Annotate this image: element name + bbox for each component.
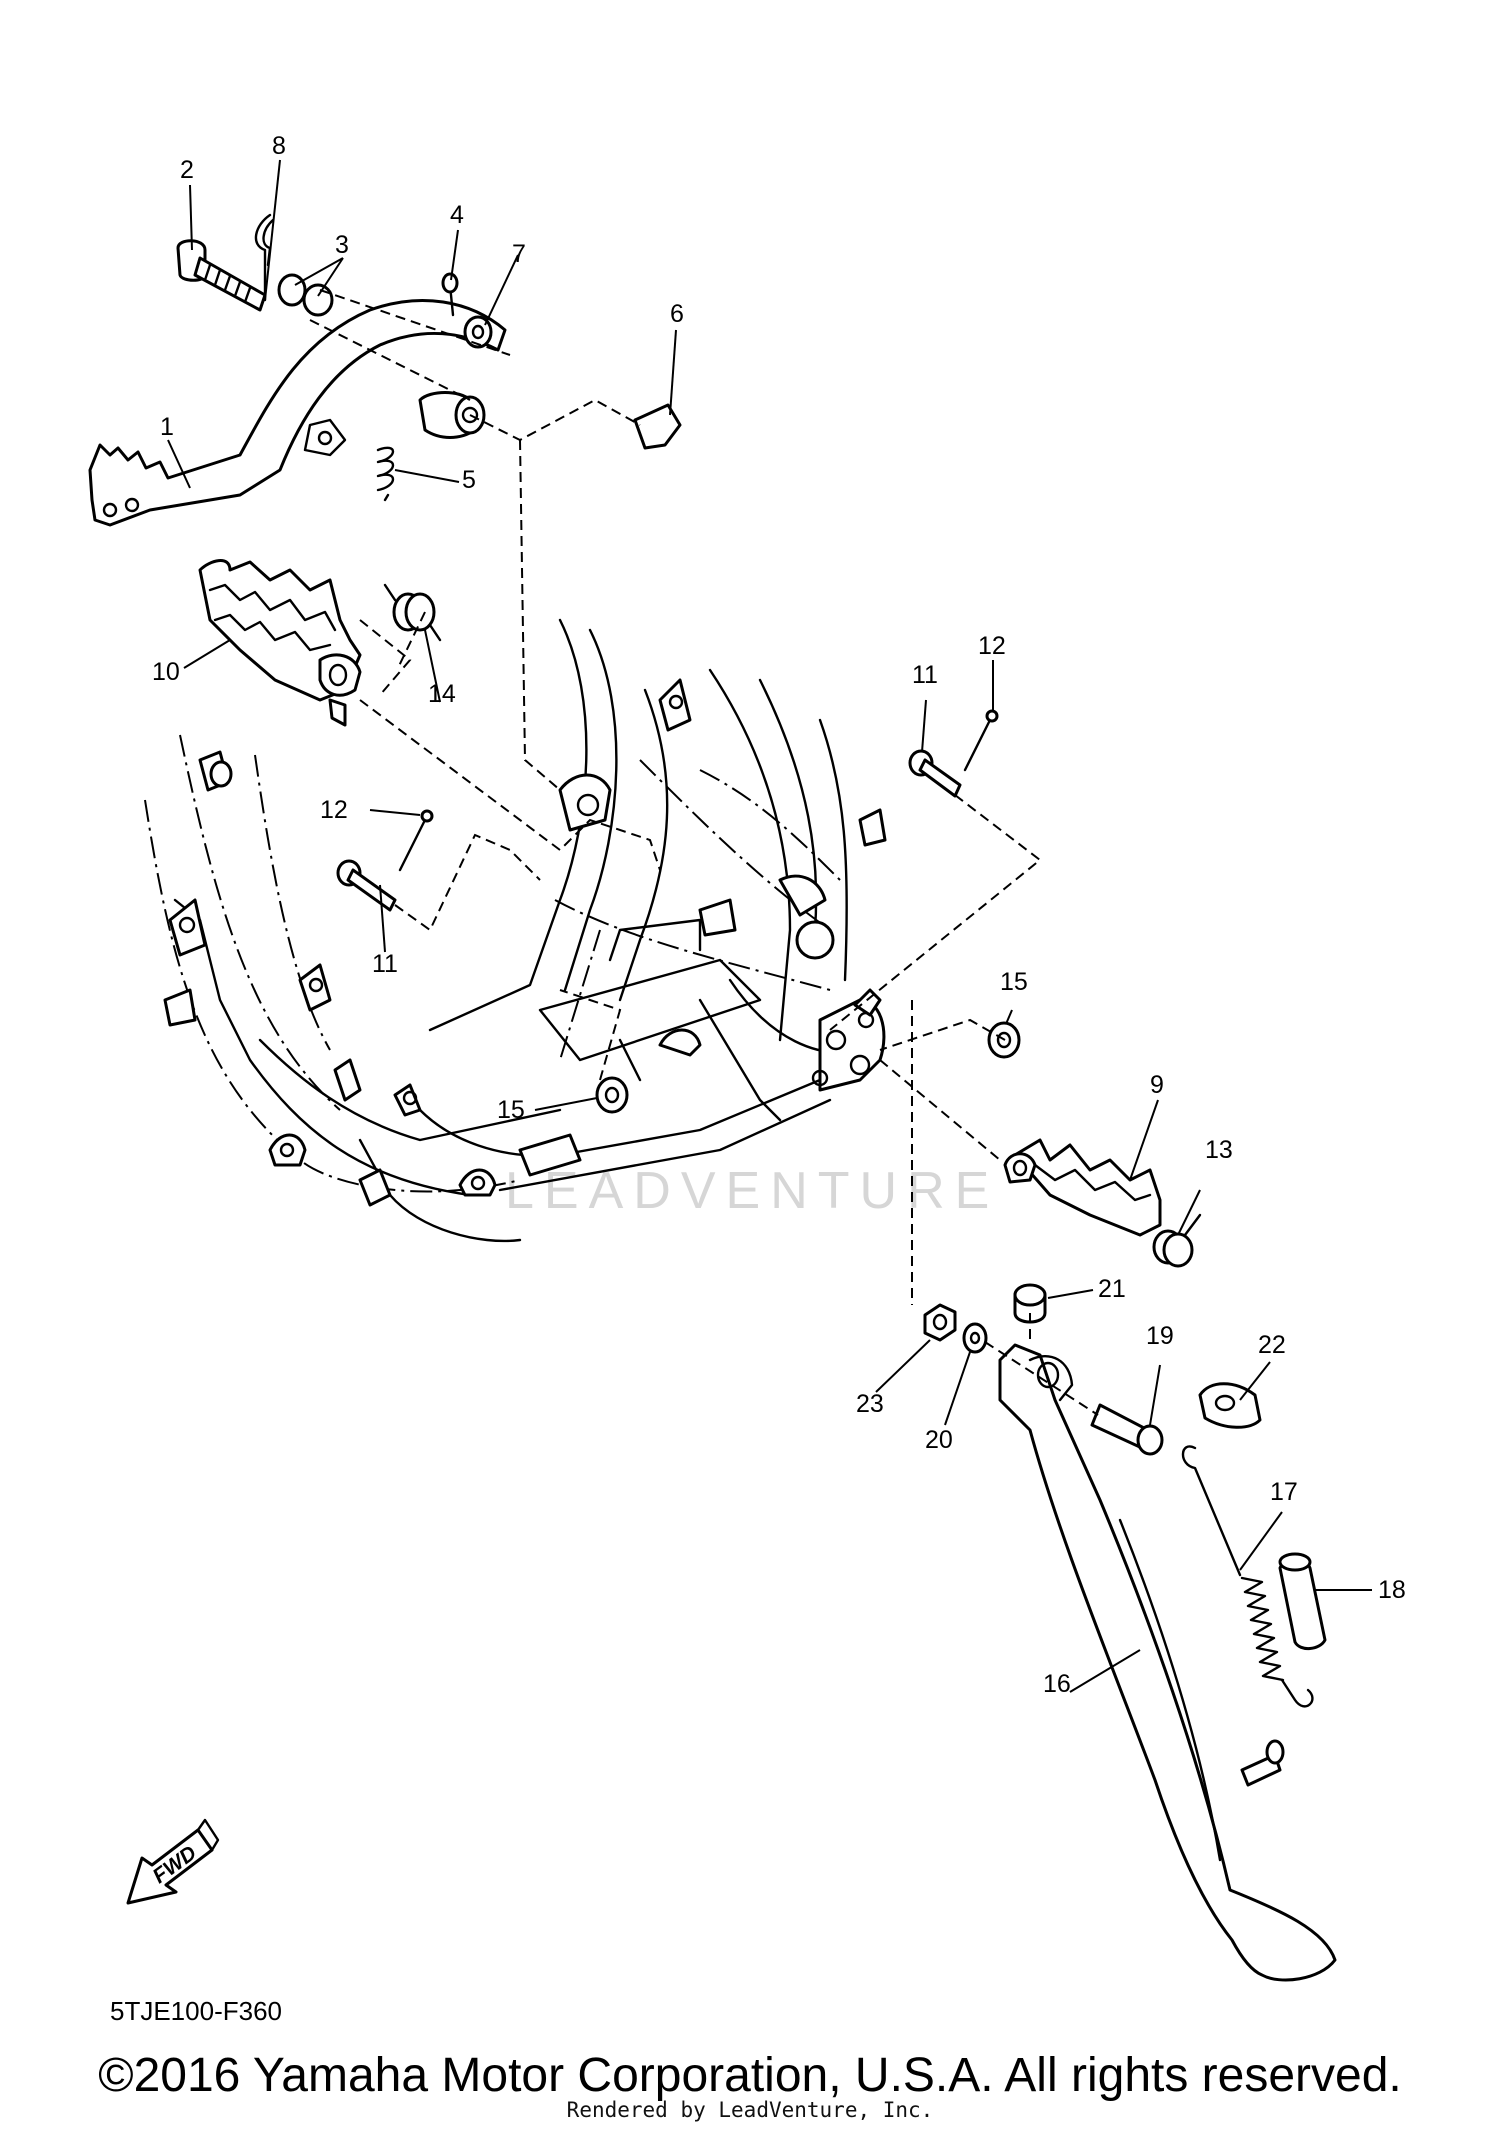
pin-11-left [336, 859, 397, 912]
pin-11-right [908, 749, 962, 798]
callout-20: 20 [925, 1426, 953, 1454]
spring-17 [1181, 1445, 1314, 1708]
forward-arrow-icon: FWD [126, 1818, 220, 1905]
pedal-bolt [176, 239, 267, 312]
clip-12-left [398, 809, 434, 872]
collar-21 [1013, 1283, 1047, 1324]
callout-18: 18 [1378, 1576, 1406, 1604]
pin-6 [633, 403, 682, 450]
callout-4: 4 [450, 201, 464, 229]
spring-5 [376, 446, 395, 502]
callout-22: 22 [1258, 1331, 1286, 1359]
callout-15-secondary: 15 [497, 1096, 525, 1124]
cover-18 [1278, 1552, 1327, 1650]
assembly-lines [309, 289, 1099, 1416]
bolt-19 [1090, 1403, 1164, 1456]
callout-numbers: 1 2 3 4 5 6 7 8 9 10 11 12 13 14 15 16 1… [152, 132, 1406, 1698]
callout-10: 10 [152, 658, 180, 686]
callout-11-secondary: 11 [372, 950, 398, 978]
leader-lines [167, 159, 1372, 1693]
callout-17: 17 [1270, 1478, 1298, 1506]
callout-1: 1 [160, 413, 174, 441]
callout-12-secondary: 12 [320, 796, 348, 824]
callout-8: 8 [272, 132, 286, 160]
brake-pedal [88, 299, 507, 527]
callout-15: 15 [1000, 968, 1028, 996]
clip-12-right [963, 709, 999, 772]
callout-6: 6 [670, 300, 684, 328]
spring-13 [1152, 1213, 1202, 1268]
callout-9: 9 [1150, 1071, 1164, 1099]
callout-7: 7 [512, 240, 526, 268]
callout-5: 5 [462, 466, 476, 494]
frame-assembly [144, 618, 887, 1243]
washer-20 [962, 1322, 988, 1354]
callout-16: 16 [1043, 1670, 1071, 1698]
sidestand [998, 1343, 1337, 1982]
pin-4 [441, 272, 459, 317]
callout-2: 2 [180, 156, 194, 184]
drawing-code: 5TJE100-F360 [110, 1996, 282, 2026]
left-footpeg [198, 559, 362, 727]
callout-23: 23 [856, 1390, 884, 1418]
watermark-text: LEADVENTURE [505, 1162, 999, 1220]
spring-14 [383, 583, 442, 642]
callout-21: 21 [1098, 1275, 1126, 1303]
callout-14: 14 [428, 680, 456, 708]
callout-19: 19 [1146, 1322, 1174, 1350]
callout-13: 13 [1205, 1136, 1233, 1164]
copyright-notice: ©2016 Yamaha Motor Corporation, U.S.A. A… [98, 2049, 1402, 2102]
callout-3: 3 [335, 231, 349, 259]
damper-15-lower [595, 1076, 629, 1114]
callout-11: 11 [912, 661, 938, 689]
rendered-by-notice: Rendered by LeadVenture, Inc. [566, 2098, 934, 2122]
callout-12: 12 [978, 632, 1006, 660]
right-footpeg [1003, 1138, 1162, 1237]
plate-22 [1198, 1382, 1262, 1429]
nut-23 [923, 1303, 957, 1342]
o-rings [277, 273, 334, 317]
